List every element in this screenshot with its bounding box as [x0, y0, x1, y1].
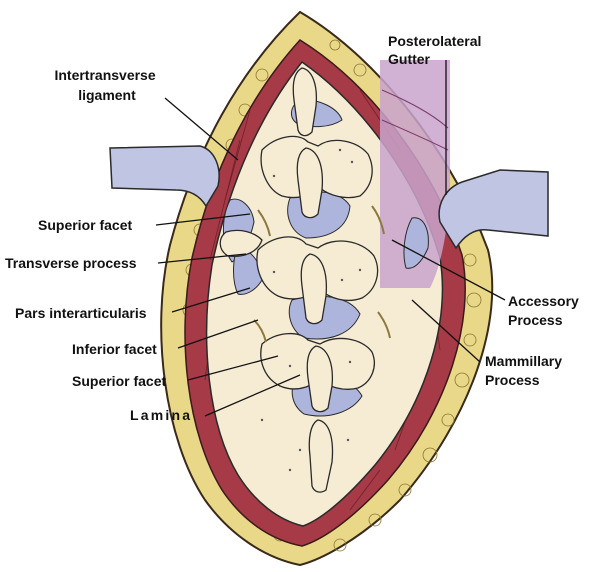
vertebral-column	[219, 67, 379, 493]
label-mammillary-process: Mammillary Process	[485, 353, 566, 388]
label-superior-facet-lower: Superior facet	[72, 373, 166, 389]
spinous-process-4	[306, 345, 334, 413]
right-retractor-blade	[438, 169, 549, 250]
left-retractor-blade	[109, 145, 220, 208]
spinous-process-5	[308, 419, 334, 493]
leader-lines	[155, 60, 506, 417]
label-superior-facet-upper: Superior facet	[38, 217, 132, 233]
bone-stippling	[260, 148, 362, 472]
spinous-process-3	[300, 253, 328, 325]
label-pars-interarticularis: Pars interarticularis	[15, 305, 147, 321]
label-intertransverse-ligament: Intertransverse ligament	[54, 67, 159, 103]
label-posterolateral-gutter: Posterolateral Gutter	[388, 33, 485, 67]
label-inferior-facet: Inferior facet	[72, 341, 157, 357]
left-transverse-process	[219, 229, 263, 258]
spinous-process-2	[296, 147, 324, 219]
posterolateral-gutter-highlight	[380, 60, 450, 288]
label-transverse-process: Transverse process	[5, 255, 137, 271]
spinous-process-1	[292, 67, 318, 137]
label-accessory-process: Accessory Process	[508, 293, 583, 328]
label-lamina: Lamina	[130, 407, 192, 423]
